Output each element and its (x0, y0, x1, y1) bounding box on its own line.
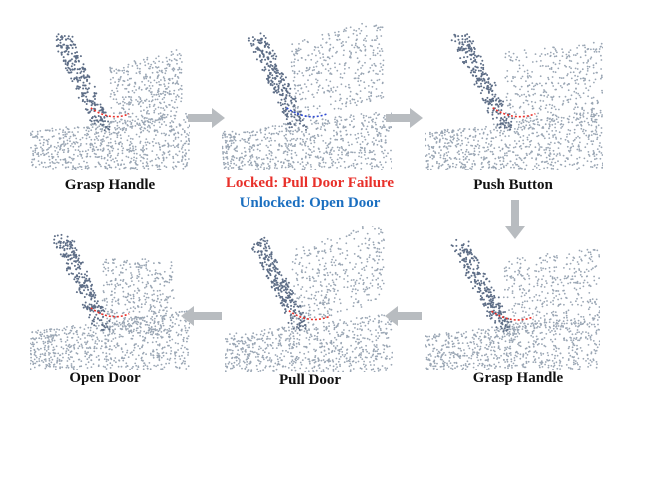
point-cloud-grasp-handle-bottom (425, 238, 600, 370)
status-locked: Locked: Pull Door Failure (225, 175, 395, 191)
trajectory-path (491, 310, 534, 321)
panel-grasp-handle-bottom (425, 230, 600, 370)
panel-open-door (30, 222, 190, 370)
trajectory-path (90, 107, 130, 118)
caption-grasp-handle-top: Grasp Handle (64, 177, 156, 193)
panel-push-button (425, 22, 603, 170)
arrow-down (505, 200, 525, 239)
trajectory-path (492, 107, 536, 118)
caption-push-button: Push Button (473, 177, 553, 193)
point-cloud-pull-door (225, 226, 393, 372)
caption-open-door: Open Door (69, 370, 141, 386)
arrow-right-2 (386, 108, 423, 128)
caption-grasp-handle-bottom: Grasp Handle (472, 370, 564, 386)
panel-pull-door-failure (222, 22, 392, 170)
status-unlocked: Unlocked: Open Door (239, 195, 381, 211)
panel-grasp-handle-top (30, 22, 190, 170)
arrow-left-2 (181, 306, 222, 326)
point-cloud-push-button (425, 33, 603, 170)
arrow-right-1 (188, 108, 225, 128)
trajectory-path (90, 307, 130, 318)
point-cloud-pull-door-failure (222, 22, 392, 170)
arrow-left-1 (385, 306, 422, 326)
point-cloud-grasp-handle-top (30, 33, 190, 170)
panel-pull-door (225, 226, 393, 372)
caption-pull-door: Pull Door (278, 372, 342, 388)
point-cloud-open-door (30, 233, 190, 370)
